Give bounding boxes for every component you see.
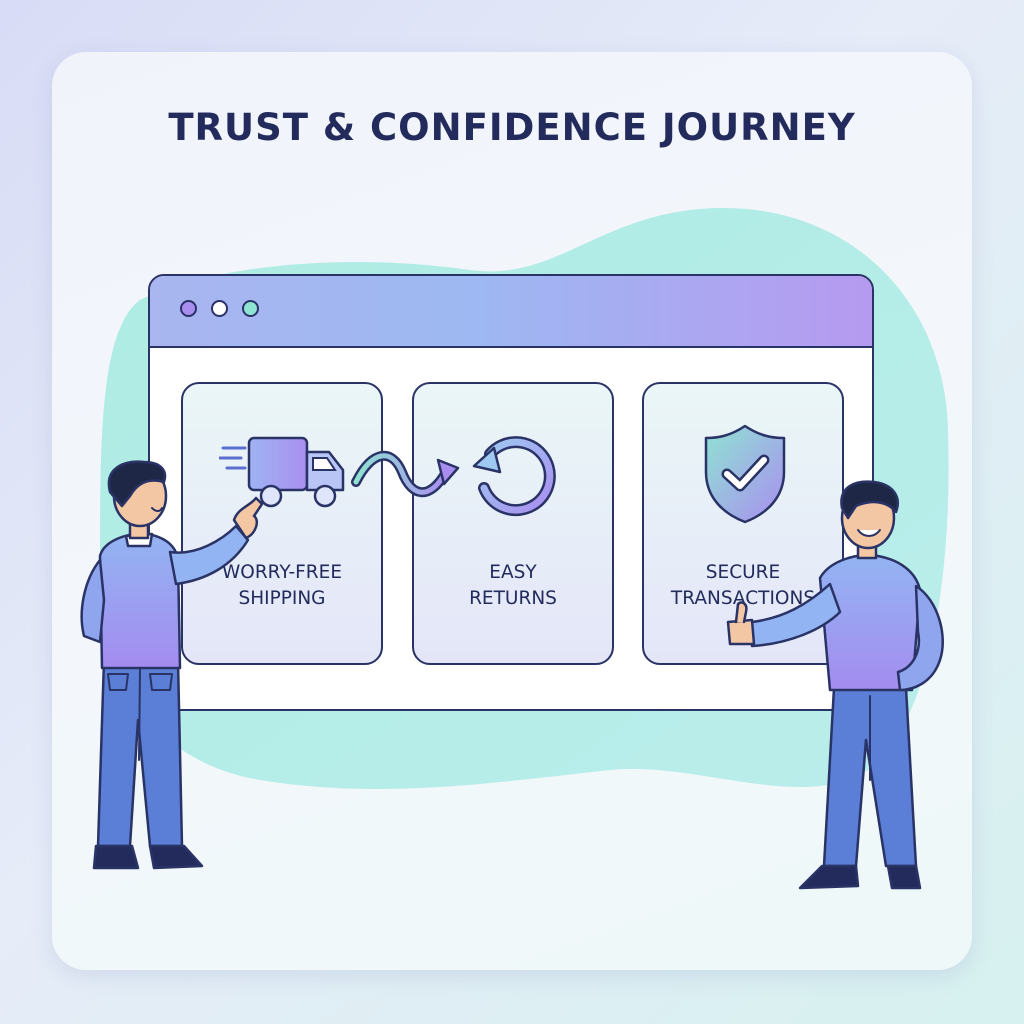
connector-arrow-icon xyxy=(351,450,460,498)
window-minimize-dot[interactable] xyxy=(211,300,228,317)
right-character xyxy=(726,480,944,890)
window-maximize-dot[interactable] xyxy=(242,300,259,317)
feature-label-security: SECURE TRANSACTIONS xyxy=(670,562,816,609)
return-arrow-icon xyxy=(472,436,556,517)
browser-window: WORRY-FREE SHIPPING EASY RETURNS xyxy=(148,274,874,711)
feature-card-returns: EASY RETURNS xyxy=(412,382,614,665)
delivery-truck-icon xyxy=(219,436,345,508)
window-close-dot[interactable] xyxy=(180,300,197,317)
left-character xyxy=(80,460,264,870)
shield-check-icon xyxy=(704,424,786,524)
feature-label-returns: EASY RETURNS xyxy=(469,562,557,609)
page-title: TRUST & CONFIDENCE JOURNEY xyxy=(168,106,856,149)
feature-label-shipping: WORRY-FREE SHIPPING xyxy=(221,562,343,609)
browser-title-bar xyxy=(150,276,872,348)
feature-card-shipping: WORRY-FREE SHIPPING xyxy=(181,382,383,665)
